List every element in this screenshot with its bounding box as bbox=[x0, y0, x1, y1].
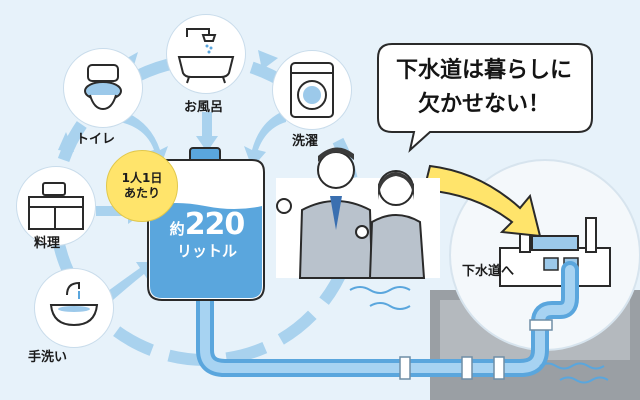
bubble-line2: 欠かせない！ bbox=[413, 88, 555, 122]
toilet-icon bbox=[84, 64, 122, 111]
badge-line2: あたり bbox=[123, 186, 160, 200]
bubble-line1: 下水道は暮らしに bbox=[395, 58, 572, 83]
amount-prefix: 約 bbox=[169, 220, 185, 238]
presenters-illustration bbox=[276, 147, 440, 279]
amount-row: 約220 bbox=[152, 210, 262, 242]
usage-label-laundry: 洗濯 bbox=[292, 134, 319, 149]
kitchen-stove-icon bbox=[28, 182, 84, 230]
cooking-node bbox=[16, 166, 96, 246]
washing-machine-icon bbox=[290, 62, 334, 118]
water-wave-lines bbox=[349, 286, 411, 310]
speech-bubble-shape bbox=[377, 43, 593, 153]
per-person-badge: 1人1日 あたり bbox=[106, 150, 178, 222]
water-amount: 約220 リットル bbox=[152, 210, 262, 261]
amount-number: 220 bbox=[184, 207, 246, 242]
usage-label-bath: お風呂 bbox=[184, 100, 224, 115]
ring-arrow-icon bbox=[58, 132, 74, 152]
usage-label-toilet: トイレ bbox=[76, 132, 116, 147]
ring-arrow-icon bbox=[258, 50, 278, 70]
ground-water-lines bbox=[539, 362, 609, 384]
handwash-node bbox=[34, 268, 114, 348]
amount-unit: リットル bbox=[176, 242, 237, 260]
speech-bubble: 下水道は暮らしに 欠かせない！ bbox=[376, 44, 592, 132]
sewer-label: 下水道へ bbox=[462, 264, 515, 279]
usage-label-cooking: 料理 bbox=[34, 236, 61, 251]
bath-node bbox=[166, 14, 246, 94]
laundry-node bbox=[272, 50, 352, 130]
toilet-node bbox=[63, 48, 143, 128]
bathtub-shower-icon bbox=[177, 28, 235, 84]
water-tank bbox=[147, 147, 265, 301]
pipe-joints bbox=[399, 319, 553, 380]
badge-line1: 1人1日 bbox=[121, 171, 163, 185]
usage-label-handwash: 手洗い bbox=[28, 350, 68, 365]
drain-pipe bbox=[196, 261, 579, 377]
hand-wash-sink-icon bbox=[49, 281, 99, 327]
yellow-arrow-icon bbox=[422, 164, 542, 238]
